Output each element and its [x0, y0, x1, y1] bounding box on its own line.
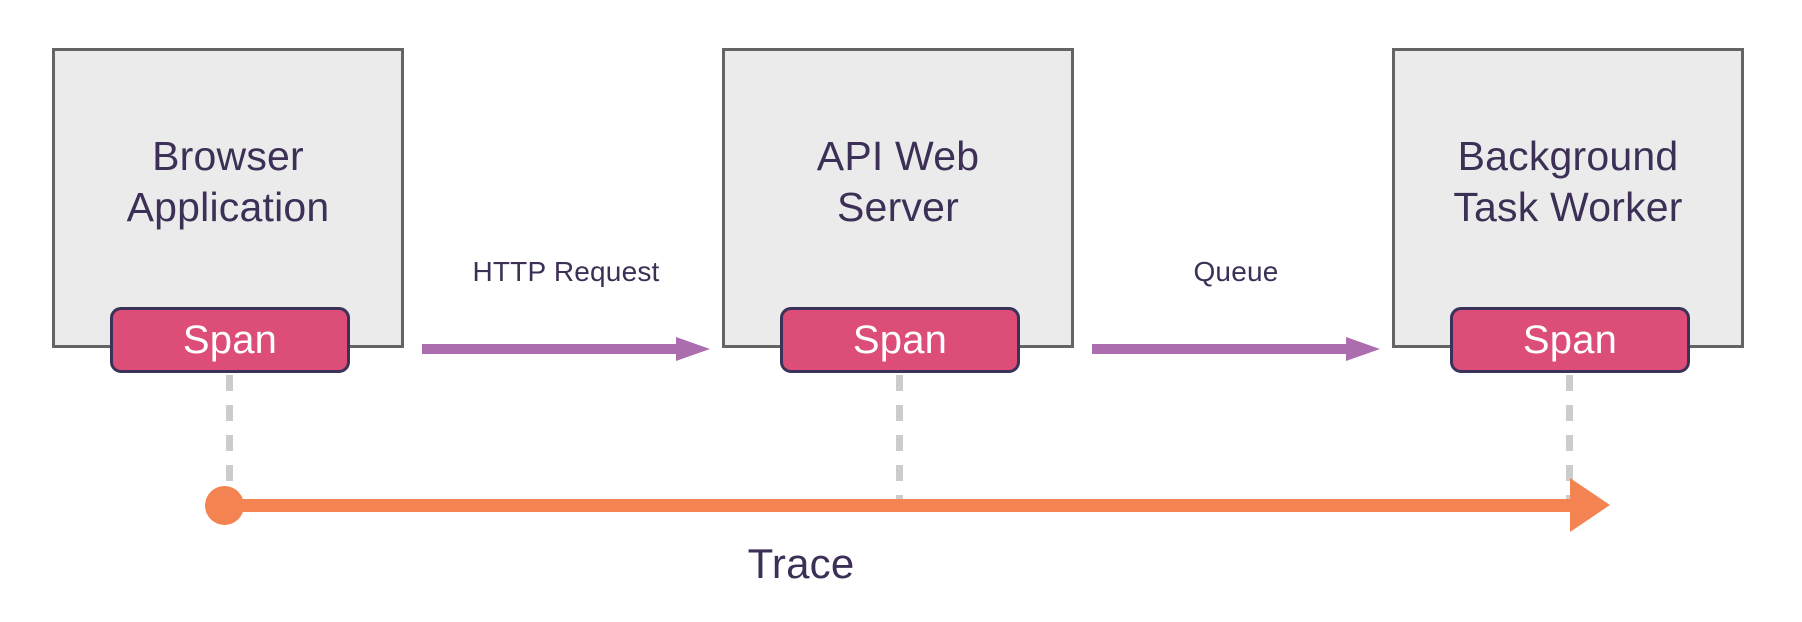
service-box-browser-application: Browser Application [52, 48, 404, 348]
span-badge-api[interactable]: Span [780, 307, 1020, 373]
trace-arrow-head-icon [1570, 478, 1610, 532]
arrow-head-icon [1346, 337, 1380, 361]
service-box-background-task-worker: Background Task Worker [1392, 48, 1744, 348]
span-badge-label: Span [182, 318, 278, 362]
span-badge-label: Span [1522, 318, 1618, 362]
flow-arrow-http-request [422, 337, 710, 361]
span-badge-worker[interactable]: Span [1450, 307, 1690, 373]
trace-timeline-line [224, 499, 1572, 512]
span-badge-label: Span [852, 318, 948, 362]
span-badge-browser[interactable]: Span [110, 307, 350, 373]
flow-arrow-queue [1092, 337, 1380, 361]
arrow-shaft [1092, 344, 1348, 354]
dashed-connector-browser [226, 375, 233, 499]
dashed-connector-api [896, 375, 903, 499]
dashed-connector-worker [1566, 375, 1573, 499]
service-box-label: API Web Server [816, 133, 980, 230]
service-box-api-web-server: API Web Server [722, 48, 1074, 348]
flow-label-http-request: HTTP Request [472, 256, 660, 287]
arrow-shaft [422, 344, 678, 354]
arrow-head-icon [676, 337, 710, 361]
flow-label-queue: Queue [1193, 256, 1279, 287]
service-box-label: Background Task Worker [1453, 133, 1683, 230]
service-box-label: Browser Application [126, 133, 330, 230]
trace-label: Trace [747, 540, 855, 587]
